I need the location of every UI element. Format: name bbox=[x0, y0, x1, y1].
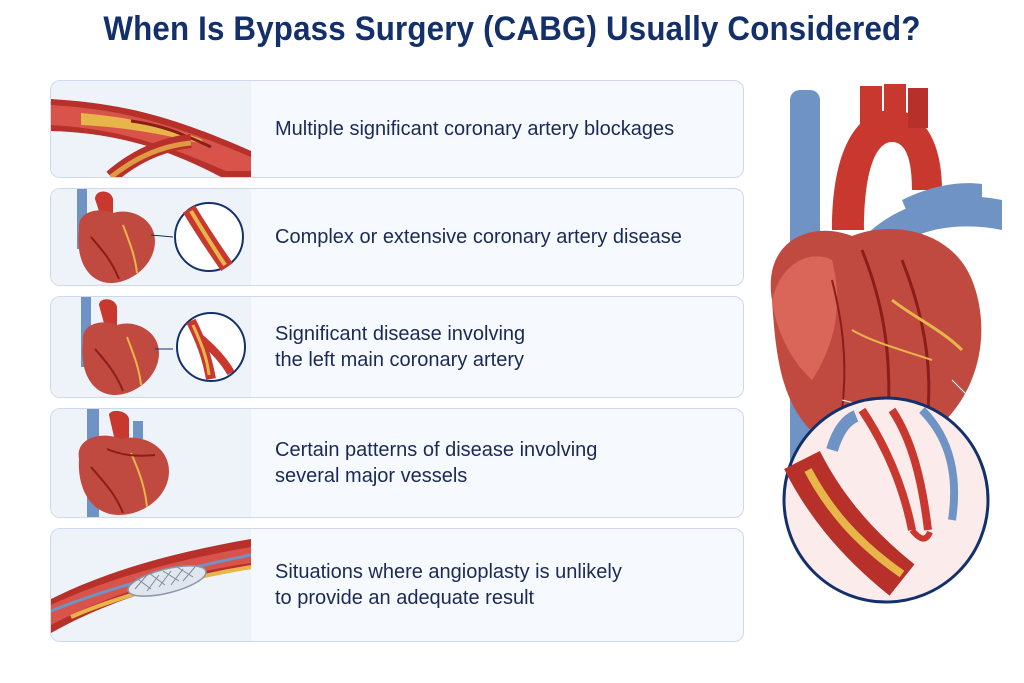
card-text-line: Multiple significant coronary artery blo… bbox=[275, 118, 675, 140]
card-text-line: Certain patterns of disease involving bbox=[275, 439, 598, 461]
reason-card-left-main: Significant disease involving the left m… bbox=[50, 296, 744, 398]
card-text-line: Situations where angioplasty is unlikely bbox=[275, 561, 622, 583]
heart-left-main-artery-icon bbox=[51, 297, 251, 397]
card-text-line: the left main coronary artery bbox=[275, 349, 524, 371]
narrowed-artery-icon bbox=[51, 81, 251, 177]
card-text-line: to provide an adequate result bbox=[275, 587, 535, 609]
page-title: When Is Bypass Surgery (CABG) Usually Co… bbox=[103, 10, 921, 48]
heart-major-vessels-icon bbox=[51, 409, 251, 517]
artery-stent-balloon-icon bbox=[51, 529, 251, 641]
card-text-line: Complex or extensive coronary artery dis… bbox=[275, 226, 682, 248]
reason-card-multiple-blockages: Multiple significant coronary artery blo… bbox=[50, 80, 744, 178]
heart-with-bypass-grafts-illustration bbox=[752, 80, 1024, 610]
reason-card-major-vessels: Certain patterns of disease involving se… bbox=[50, 408, 744, 518]
card-text-line: several major vessels bbox=[275, 465, 468, 487]
reason-card-angioplasty-inadequate: Situations where angioplasty is unlikely… bbox=[50, 528, 744, 642]
reason-card-complex-disease: Complex or extensive coronary artery dis… bbox=[50, 188, 744, 286]
heart-with-magnified-artery-icon bbox=[51, 189, 251, 285]
card-text-line: Significant disease involving bbox=[275, 323, 526, 345]
